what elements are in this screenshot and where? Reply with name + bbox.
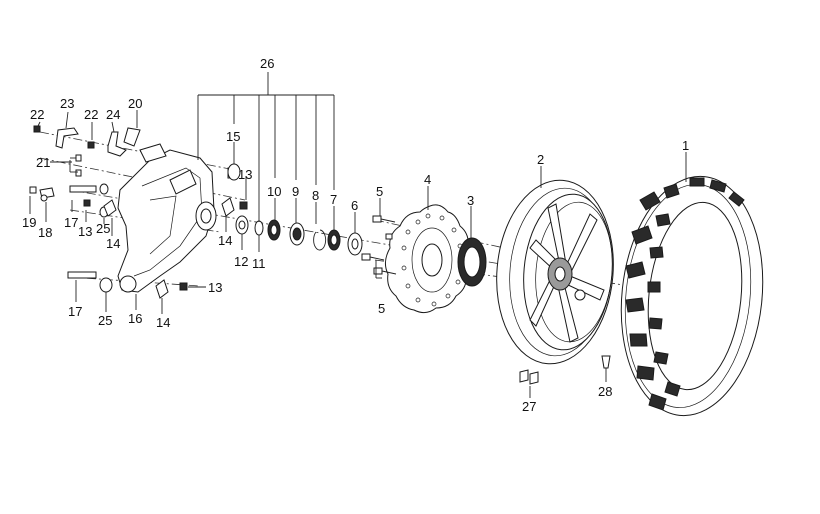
label-part-13-lower: 13 <box>208 280 222 295</box>
label-part-25-lower: 25 <box>98 313 112 328</box>
brake-disc <box>384 204 472 314</box>
label-part-9: 9 <box>292 184 299 199</box>
bearing-stack <box>235 215 363 256</box>
label-part-10: 10 <box>267 184 281 199</box>
label-part-26: 26 <box>260 56 274 71</box>
label-part-8: 8 <box>312 188 319 203</box>
label-part-22-left: 22 <box>30 107 44 122</box>
label-part-22-right: 22 <box>84 107 98 122</box>
label-part-5-lower: 5 <box>378 301 385 316</box>
swing-arm <box>117 143 237 293</box>
label-part-11: 11 <box>252 256 266 271</box>
tone-ring <box>457 237 487 287</box>
label-part-6: 6 <box>351 198 358 213</box>
label-part-5-upper: 5 <box>376 184 383 199</box>
leader-lines <box>29 72 687 398</box>
label-part-18: 18 <box>38 225 52 240</box>
wheel-rim <box>496 179 614 365</box>
label-part-20: 20 <box>128 96 142 111</box>
label-part-7: 7 <box>330 192 337 207</box>
brackets <box>55 127 141 157</box>
label-part-16: 16 <box>128 311 142 326</box>
label-part-27: 27 <box>522 399 536 414</box>
label-part-3: 3 <box>467 193 474 208</box>
label-part-19: 19 <box>22 215 36 230</box>
disc-bolts <box>361 215 397 275</box>
label-part-17-lower: 17 <box>68 304 82 319</box>
label-part-28: 28 <box>598 384 612 399</box>
label-part-23: 23 <box>60 96 74 111</box>
label-part-14-right: 14 <box>218 233 232 248</box>
label-part-12: 12 <box>234 254 248 269</box>
label-part-24: 24 <box>106 107 120 122</box>
small-hardware <box>29 125 611 385</box>
part-labels: 1 2 3 4 5 5 6 7 8 9 10 11 12 13 13 13 14… <box>22 56 689 414</box>
label-part-4: 4 <box>424 172 431 187</box>
label-part-21: 21 <box>36 155 50 170</box>
label-part-14-left: 14 <box>106 236 120 251</box>
label-part-14-lower: 14 <box>156 315 170 330</box>
label-part-13-upper-right: 13 <box>238 167 252 182</box>
label-part-13-left: 13 <box>78 224 92 239</box>
label-part-2: 2 <box>537 152 544 167</box>
label-part-17-upper: 17 <box>64 215 78 230</box>
label-part-15: 15 <box>226 129 240 144</box>
label-part-1: 1 <box>682 138 689 153</box>
tire <box>620 175 764 417</box>
tire-tread-pattern <box>625 177 745 411</box>
label-part-25-upper: 25 <box>96 221 110 236</box>
